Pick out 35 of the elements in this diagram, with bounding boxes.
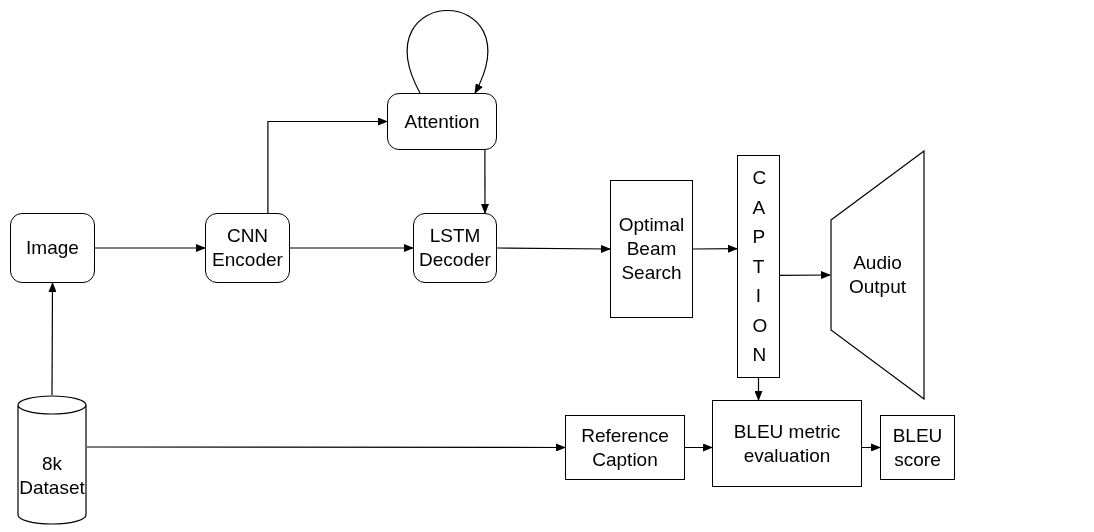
node-label: Audio Output <box>847 251 907 299</box>
node-label: Reference Caption <box>580 423 670 472</box>
arrow <box>86 443 566 452</box>
process-box <box>387 93 497 150</box>
node-label: CNN Encoder <box>211 224 284 272</box>
node-label: BLEU metric evaluation <box>732 419 842 468</box>
process-box <box>205 213 290 283</box>
arrow <box>692 244 738 253</box>
arrow <box>406 9 489 94</box>
node-label: BLEU score <box>891 423 944 472</box>
arrow <box>496 244 611 253</box>
database-cylinder <box>17 395 87 525</box>
arrow <box>684 443 713 452</box>
output-trapezoid <box>830 150 925 400</box>
process-box <box>565 415 685 480</box>
node-label: LSTM Decoder <box>418 224 492 272</box>
node-label: Image <box>25 236 80 260</box>
process-box <box>737 155 780 378</box>
arrow <box>481 149 489 214</box>
arrow <box>779 271 831 280</box>
process-box <box>413 213 497 283</box>
process-box <box>610 180 693 318</box>
arrow <box>861 443 881 452</box>
node-label: 8k Dataset <box>18 452 86 500</box>
node-label: Attention <box>403 109 481 134</box>
arrow <box>94 244 206 252</box>
arrow <box>48 282 57 396</box>
node-label: Optimal Beam Search <box>617 213 686 285</box>
node-label: CAPTION <box>752 166 765 368</box>
arrow <box>754 377 763 401</box>
process-box <box>880 415 955 480</box>
process-box <box>712 400 862 487</box>
process-box <box>10 213 95 283</box>
arrow <box>267 117 388 214</box>
arrow <box>289 244 414 252</box>
